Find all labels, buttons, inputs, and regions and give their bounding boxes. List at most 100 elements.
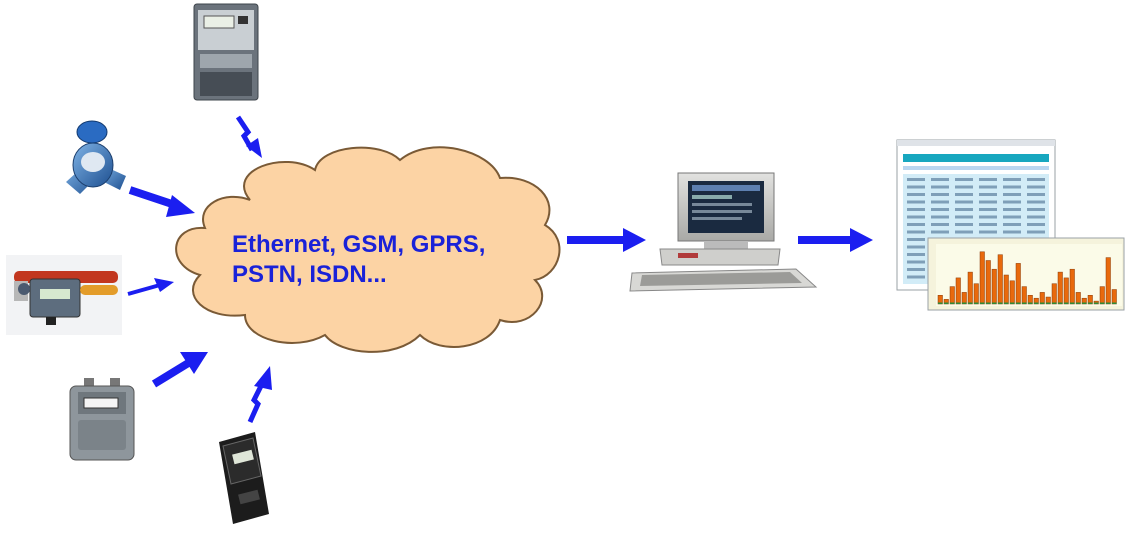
sheet-cell [1003,193,1021,196]
sheet-cell [1027,215,1045,219]
sheet-cell [907,208,925,211]
sheet-cell [907,178,925,181]
sheet-cell [931,185,949,189]
sheet-cell [955,223,973,226]
sheet-cell [1027,185,1045,189]
sheet-cell [931,193,949,196]
chart-bar-base [1076,302,1081,304]
arrow-icon [247,366,272,424]
sheet-cell [955,178,973,181]
sheet-cell [979,185,997,189]
sheet-cell [955,200,973,204]
chart-bar-base [1064,302,1069,304]
sheet-cell [979,230,997,234]
sheet-cell [979,193,997,196]
sheet-cell [1027,193,1045,196]
sheet-cell [1027,200,1045,204]
chart-bar-base [1034,302,1039,304]
sheet-cell [907,193,925,196]
sheet-cell [907,275,925,279]
network-types-label: Ethernet, GSM, GPRS, PSTN, ISDN... [232,230,532,290]
chart-bar-base [1106,302,1111,304]
chart-bar-base [1082,302,1087,304]
chart-bar-base [974,302,979,304]
sheet-cell [931,178,949,181]
electric-meter-icon [219,432,269,524]
chart-bar-base [938,302,943,304]
chart-bar-base [998,302,1003,304]
chart-bar-base [980,302,985,304]
sheet-cell [1003,215,1021,219]
sheet-cell [1003,223,1021,226]
sheet-cell [979,200,997,204]
sheet-cell [1027,178,1045,181]
sheet-cell [1003,185,1021,189]
sheet-cell [1003,178,1021,181]
sheet-cell [955,193,973,196]
sheet-cell [955,230,973,234]
arrow-icon [127,278,174,296]
input-arrows [127,115,272,424]
chart-bar-base [944,302,949,304]
chart-bar-base [1046,302,1051,304]
chart-bar-base [1070,302,1075,304]
arrow-icon [798,228,873,252]
sheet-cell [931,208,949,211]
sheet-cell [1027,208,1045,211]
computer-icon [629,172,818,292]
sheet-cell [931,223,949,226]
sheet-cell [1003,200,1021,204]
network-types-line-1: Ethernet, GSM, GPRS, [232,231,486,258]
chart-bar-base [1058,302,1063,304]
sheet-cell [955,208,973,211]
sheet-cell [907,200,925,204]
sheet-cell [907,230,925,234]
network-types-line-2: PSTN, ISDN... [232,261,387,288]
chart-bar-base [1094,302,1099,304]
sheet-cell [931,215,949,219]
gas-meter-icon [69,378,135,461]
sheet-cell [979,215,997,219]
chart-bar-base [968,302,973,304]
heat-meter-icon [6,255,122,335]
chart-bar-base [1016,302,1021,304]
sheet-cell [907,215,925,219]
sheet-cell [1027,223,1045,226]
chart-bar-base [1004,302,1009,304]
sheet-cell [979,208,997,211]
sheet-cell [955,215,973,219]
chart-bar-base [1088,302,1093,304]
chart-bar-base [1028,302,1033,304]
sheet-cell [979,223,997,226]
electric-meter-icon [193,3,259,101]
chart-bar-base [1022,302,1027,304]
chart-bar-base [986,302,991,304]
sheet-cell [1003,230,1021,234]
chart-bar-base [992,302,997,304]
arrow-icon [128,186,195,217]
sheet-cell [907,260,925,264]
arrow-icon [235,115,262,158]
sheet-cell [907,253,925,256]
bar-chart-window [927,237,1125,311]
sheet-cell [1027,230,1045,234]
sheet-cell [931,230,949,234]
chart-bar-base [1040,302,1045,304]
sheet-cell [907,223,925,226]
sheet-cell [907,245,925,249]
water-meter-icon [66,120,126,194]
sheet-cell [907,185,925,189]
arrow-icon [151,352,208,388]
network-cloud [175,146,561,353]
sheet-cell [1003,208,1021,211]
chart-bar-base [962,302,967,304]
chart-bar-base [1112,302,1117,304]
arrow-icon [567,228,646,252]
sheet-cell [955,185,973,189]
sheet-cell [907,238,925,241]
chart-bar-base [1100,302,1105,304]
sheet-cell [931,200,949,204]
chart-bar-base [956,302,961,304]
sheet-cell [979,178,997,181]
